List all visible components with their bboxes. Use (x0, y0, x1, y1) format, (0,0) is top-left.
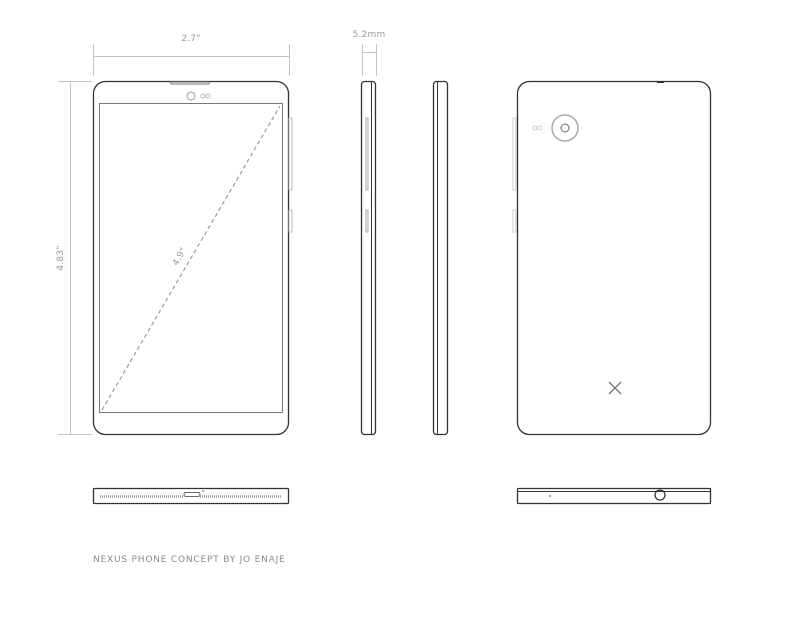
nexus-x-logo-icon (608, 381, 622, 395)
front-view (92, 80, 293, 436)
dimension-lines (58, 44, 377, 435)
front-camera-icon (186, 91, 196, 101)
bottom-view (92, 487, 290, 505)
depth-label: 5.2mm (353, 30, 386, 40)
rear-camera-icon (551, 114, 579, 142)
headphone-jack-icon (654, 489, 666, 501)
side-view-left (432, 80, 449, 436)
caption: NEXUS PHONE CONCEPT BY JO ENAJE (93, 555, 286, 565)
height-label: 4.83" (56, 245, 66, 270)
usb-port-icon (183, 492, 201, 497)
back-view (512, 80, 712, 436)
top-view (516, 487, 712, 505)
width-label: 2.7" (181, 34, 200, 44)
side-view-right (360, 80, 377, 436)
